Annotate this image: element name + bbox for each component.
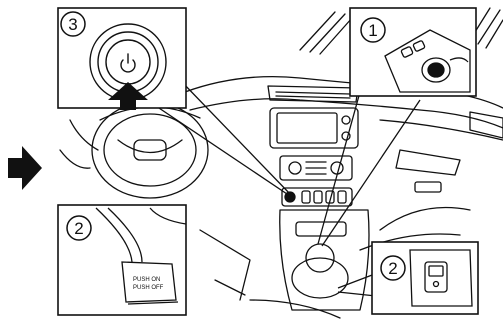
callout-number-1: 1 <box>368 21 377 40</box>
callout-number-2b: 2 <box>388 259 397 278</box>
pedal-label-line2: PUSH OFF <box>133 285 164 291</box>
power-switch-detail-panel: 3 <box>58 8 186 110</box>
pedal-label-line1: PUSH ON <box>133 277 160 283</box>
callout-number-3: 3 <box>68 15 77 34</box>
pedal-detail-panel: 2 PUSH ON PUSH OFF <box>58 205 186 315</box>
right-arrow-icon <box>8 146 42 190</box>
infotainment-screen <box>270 108 358 148</box>
switch-detail-panel: 2 <box>372 242 478 314</box>
callout-number-2a: 2 <box>74 219 83 238</box>
shifter-detail-panel: 1 <box>350 8 476 96</box>
